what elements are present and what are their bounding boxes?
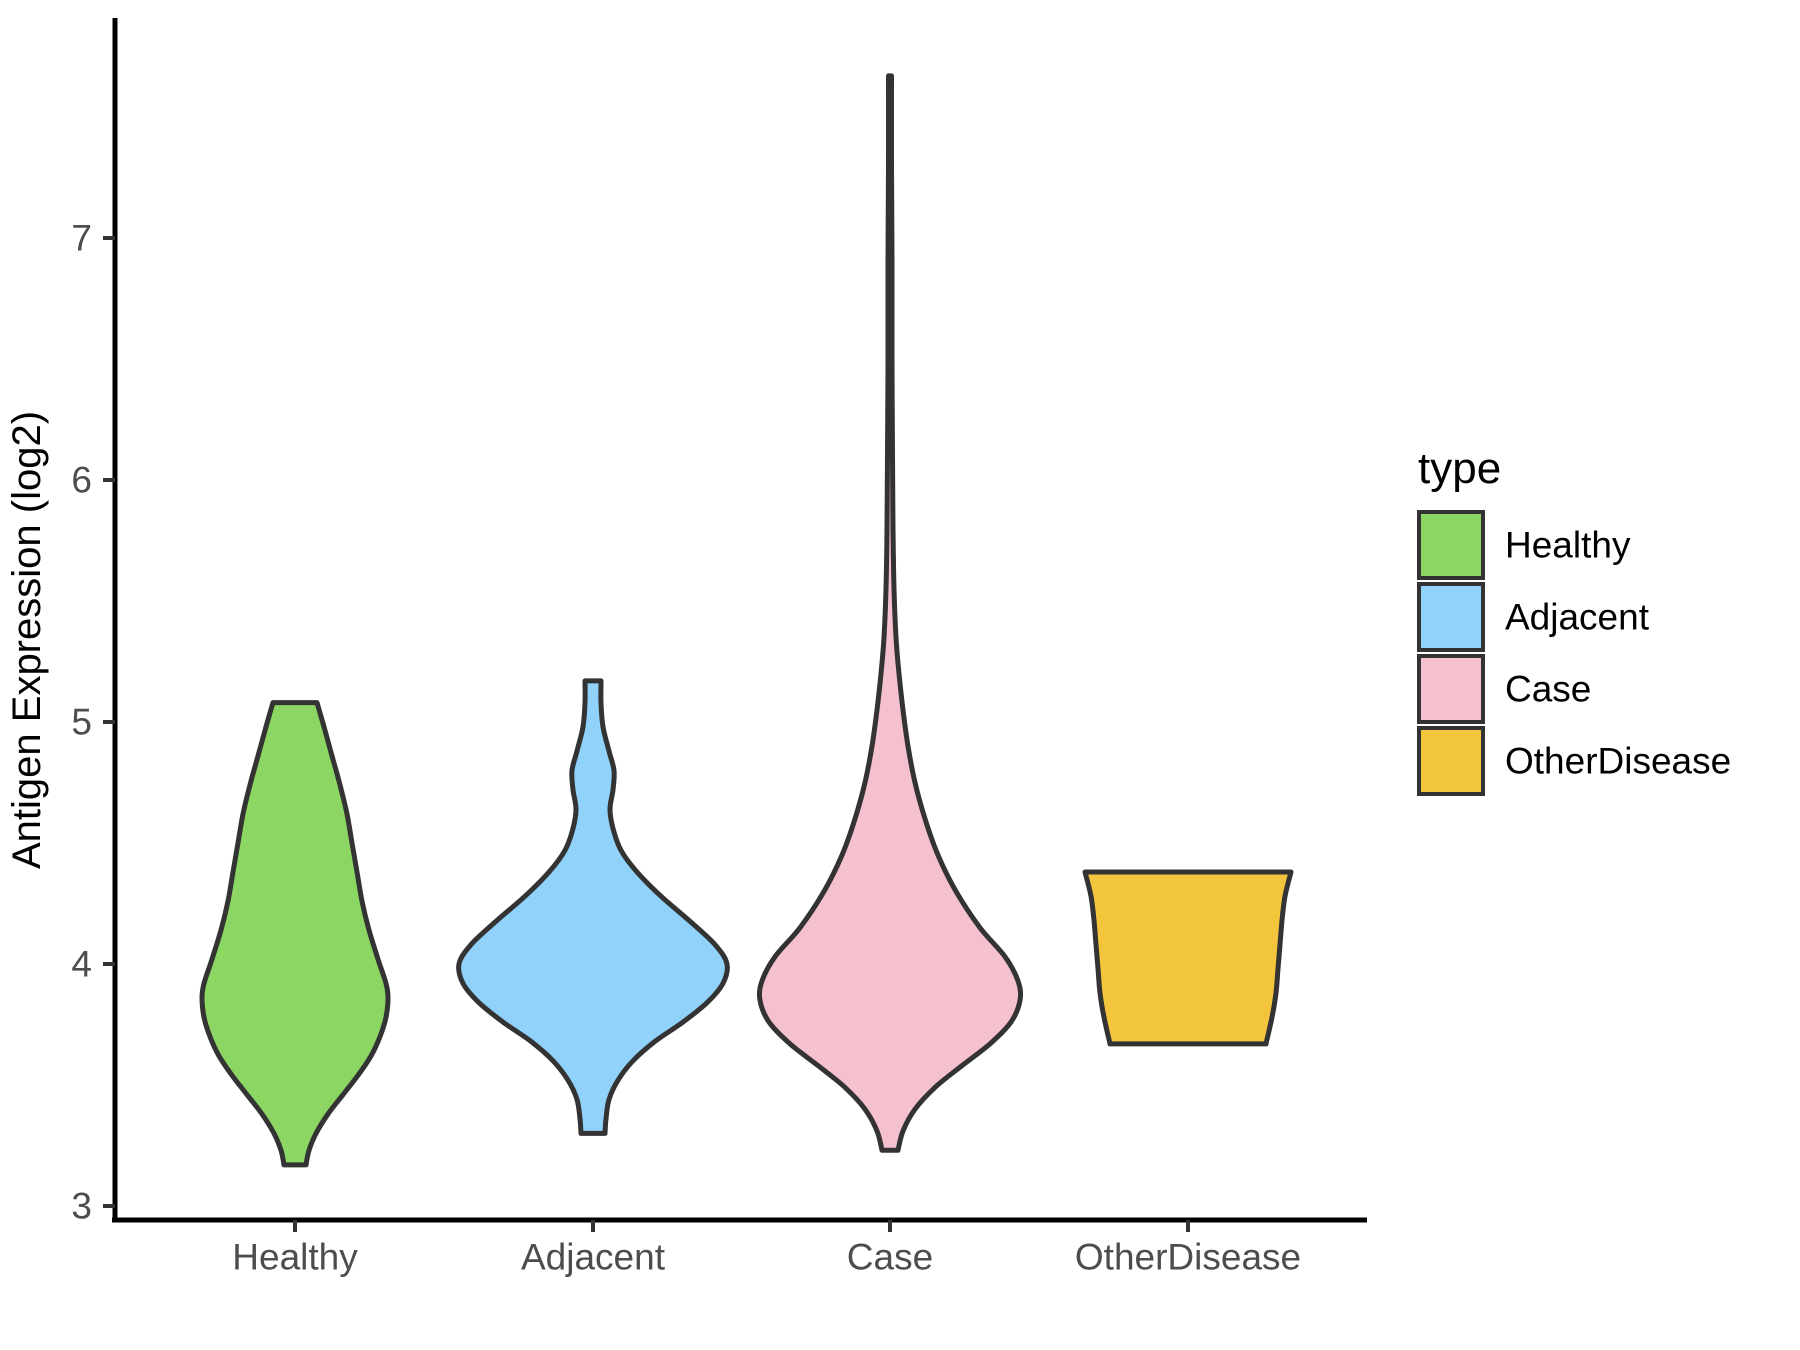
legend-label-case: Case xyxy=(1505,669,1591,710)
legend-label-adjacent: Adjacent xyxy=(1505,597,1650,638)
violin-case xyxy=(756,73,1024,1153)
x-tick-label-adjacent: Adjacent xyxy=(521,1237,666,1278)
violin-otherdisease xyxy=(1082,869,1294,1047)
y-tick-label: 7 xyxy=(71,218,92,259)
x-tick-label-case: Case xyxy=(847,1237,933,1278)
legend-title: type xyxy=(1418,444,1501,493)
y-axis-title: Antigen Expression (log2) xyxy=(5,411,49,869)
x-tick-label-otherdisease: OtherDisease xyxy=(1075,1237,1301,1278)
legend-swatch-healthy xyxy=(1417,510,1485,580)
legend-swatch-case xyxy=(1417,654,1485,724)
legend-label-healthy: Healthy xyxy=(1505,525,1631,566)
violin-adjacent xyxy=(456,678,730,1136)
x-tick-label-healthy: Healthy xyxy=(232,1237,358,1278)
y-tick-label: 6 xyxy=(71,460,92,501)
legend-swatch-adjacent xyxy=(1417,582,1485,652)
axes-layer xyxy=(103,18,1367,1232)
y-tick-label: 5 xyxy=(71,702,92,743)
legend-label-otherdisease: OtherDisease xyxy=(1505,741,1731,782)
y-tick-label: 3 xyxy=(71,1186,92,1227)
y-tick-label: 4 xyxy=(71,944,92,985)
violin-healthy xyxy=(199,700,391,1168)
violins-layer xyxy=(199,73,1294,1168)
legend-swatch-otherdisease xyxy=(1417,726,1485,796)
